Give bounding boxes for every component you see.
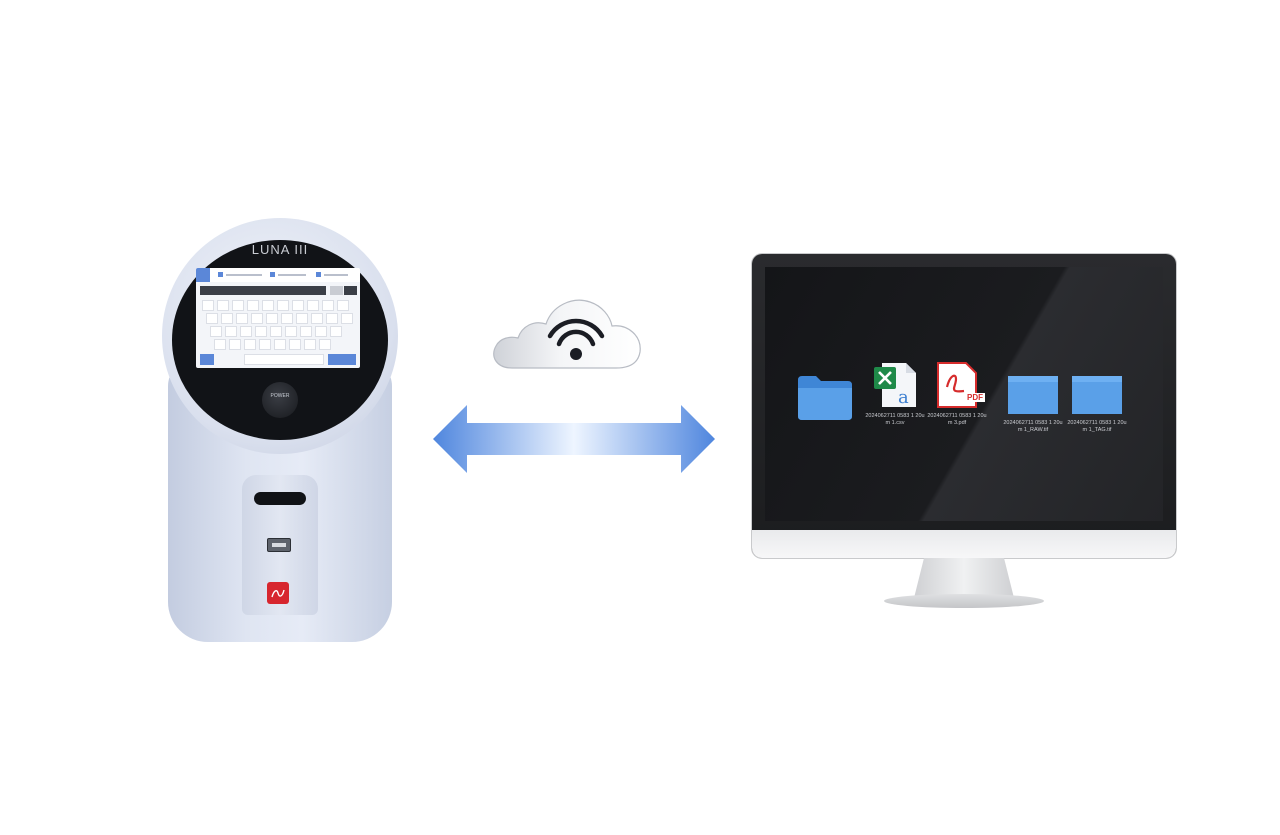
keyboard-key[interactable] <box>270 326 282 337</box>
monitor-screen: a 2024062711 0583 1 20um 1.csv 202406271… <box>765 267 1163 521</box>
keyboard-key[interactable] <box>255 326 267 337</box>
keyboard-key[interactable] <box>307 300 319 311</box>
keyboard-key[interactable] <box>232 300 244 311</box>
keyboard-key[interactable] <box>202 300 214 311</box>
screen-home-tab[interactable] <box>196 268 210 282</box>
cell-counter-device: LUNA III POWER <box>150 210 410 642</box>
keyboard-key[interactable] <box>315 326 327 337</box>
keyboard-key[interactable] <box>229 339 241 350</box>
svg-text:a: a <box>898 387 909 408</box>
device-touchscreen[interactable] <box>196 268 360 368</box>
screen-close-button[interactable] <box>344 286 357 295</box>
keyboard-key[interactable] <box>304 339 316 350</box>
keyboard-key[interactable] <box>319 339 331 350</box>
device-brand-label: LUNA III <box>251 242 309 257</box>
keyboard-key[interactable] <box>244 339 256 350</box>
keyboard-key[interactable] <box>296 313 308 324</box>
keyboard-key[interactable] <box>214 339 226 350</box>
monitor-base <box>884 594 1044 608</box>
file-item[interactable]: 2024062711 0583 1 20um 1_TAG.tif <box>1067 372 1127 434</box>
keyboard-key[interactable] <box>341 313 353 324</box>
screen-enter-key[interactable] <box>328 354 356 365</box>
brand-logo-icon <box>267 582 289 604</box>
keyboard-key[interactable] <box>259 339 271 350</box>
keyboard-key[interactable] <box>221 313 233 324</box>
screen-text-input[interactable] <box>200 286 326 295</box>
wifi-cloud-icon <box>490 296 645 374</box>
pdf-file-icon <box>937 362 977 408</box>
keyboard-key[interactable] <box>277 300 289 311</box>
file-item[interactable]: a 2024062711 0583 1 20um 1.csv <box>865 361 925 427</box>
screen-tab-marker[interactable] <box>270 272 275 277</box>
keyboard-key[interactable] <box>266 313 278 324</box>
keyboard-key[interactable] <box>236 313 248 324</box>
screen-clear-button[interactable] <box>330 286 343 295</box>
monitor-stand <box>914 558 1014 598</box>
file-item[interactable] <box>795 372 855 426</box>
file-caption: 2024062711 0583 1 20um 1_RAW.tif <box>1003 420 1063 433</box>
folder-icon <box>798 376 852 420</box>
keyboard-key[interactable] <box>262 300 274 311</box>
file-item[interactable]: 2024062711 0583 1 20um 1_RAW.tif <box>1003 372 1063 434</box>
power-button[interactable] <box>262 382 298 418</box>
keyboard-key[interactable] <box>225 326 237 337</box>
computer-monitor: a 2024062711 0583 1 20um 1.csv 202406271… <box>752 254 1176 614</box>
screen-tab-bar <box>196 268 360 282</box>
excel-file-icon: a <box>874 363 916 408</box>
keyboard-key[interactable] <box>217 300 229 311</box>
usb-port-icon[interactable] <box>267 538 291 552</box>
keyboard-key[interactable] <box>274 339 286 350</box>
file-caption: 2024062711 0583 1 20um 1.csv <box>865 413 925 426</box>
keyboard-key[interactable] <box>251 313 263 324</box>
keyboard-key[interactable] <box>322 300 334 311</box>
file-caption: 2024062711 0583 1 20um 3.pdf <box>927 413 987 426</box>
keyboard-key[interactable] <box>326 313 338 324</box>
monitor-chin <box>752 530 1176 558</box>
keyboard-key[interactable] <box>206 313 218 324</box>
screen-shift-key[interactable] <box>200 354 214 365</box>
keyboard-key[interactable] <box>285 326 297 337</box>
slide-slot[interactable] <box>254 492 306 505</box>
file-caption: 2024062711 0583 1 20um 1_TAG.tif <box>1067 420 1127 433</box>
keyboard-key[interactable] <box>300 326 312 337</box>
screen-tab-text <box>278 274 306 276</box>
keyboard-key[interactable] <box>337 300 349 311</box>
folder-icon <box>1008 376 1058 414</box>
keyboard-key[interactable] <box>292 300 304 311</box>
screen-tab-marker[interactable] <box>316 272 321 277</box>
wifi-icon <box>547 318 605 347</box>
folder-icon <box>1072 376 1122 414</box>
screen-tab-text <box>324 274 348 276</box>
screen-tab-marker[interactable] <box>218 272 223 277</box>
file-item[interactable]: 2024062711 0583 1 20um 3.pdf <box>927 361 987 427</box>
keyboard-key[interactable] <box>289 339 301 350</box>
power-label: POWER <box>270 393 290 399</box>
screen-tab-text <box>226 274 262 276</box>
keyboard-key[interactable] <box>247 300 259 311</box>
keyboard-key[interactable] <box>240 326 252 337</box>
keyboard-key[interactable] <box>311 313 323 324</box>
keyboard-key[interactable] <box>330 326 342 337</box>
screen-space-key[interactable] <box>244 354 324 365</box>
keyboard-key[interactable] <box>281 313 293 324</box>
double-arrow-icon <box>433 405 715 473</box>
keyboard-key[interactable] <box>210 326 222 337</box>
